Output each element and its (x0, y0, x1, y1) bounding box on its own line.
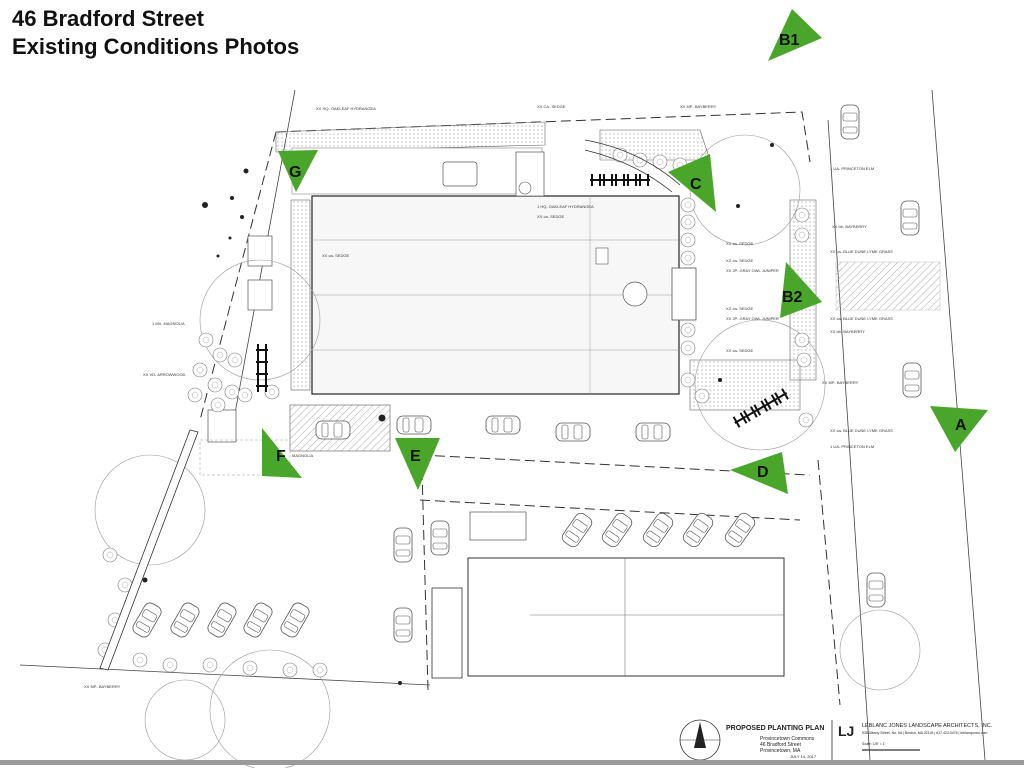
property-line (199, 111, 841, 706)
svg-text:C: C (690, 176, 702, 193)
plant-label: XX CA- SEDGE (537, 104, 566, 109)
patio-table (442, 161, 478, 187)
plant-label: XX bb- BAYBERRY (832, 224, 867, 229)
marker-e[interactable]: E (395, 438, 440, 490)
marker-c[interactable]: C (668, 154, 716, 212)
scale-text: Scale: 1/8" = 1' (862, 742, 886, 746)
plant-label: XX ca- BLUE DUNE LYME GRASS (830, 428, 893, 433)
plant-label: XX ca- BLUE DUNE LYME GRASS (830, 316, 893, 321)
existing-tree-dots (142, 143, 774, 685)
plant-label: XX VD- ARROWWOOD (143, 372, 186, 377)
plant-label: XX ca- SEDGE (537, 214, 564, 219)
plant-label: XX bb- BAYBERRY (830, 329, 865, 334)
building-interior-lines (312, 196, 679, 394)
plant-labels: XX HQ- OAKLEAF HYDRANGEA XX CA- SEDGE XX M… (84, 104, 893, 689)
plant-label: 1 HQ- OAKLEAF HYDRANGEA (537, 204, 594, 209)
crosswalk (835, 261, 941, 311)
svg-text:G: G (289, 164, 301, 181)
marker-b2[interactable]: B2 (780, 262, 822, 318)
plant-label: XX ca- BLUE DUNE LYME GRASS (830, 249, 893, 254)
plant-label: XX MP- BAYBERRY (680, 104, 717, 109)
project-address: 46 Bradford Street (760, 742, 801, 748)
marker-f[interactable]: F (262, 428, 302, 478)
plan-date: JULY 14, 2017 (790, 754, 817, 759)
plant-label: 1 UA- PRINCETON ELM (830, 444, 874, 449)
svg-text:B2: B2 (782, 289, 803, 306)
ramp (99, 429, 199, 671)
north-patio (291, 147, 543, 195)
page-title-line-1: 46 Bradford Street (12, 6, 204, 31)
plant-label: XX MP- BAYBERRY (822, 380, 859, 385)
plant-label: MAGNOLIA (292, 453, 313, 458)
south-building (467, 557, 785, 677)
firm-name: LEBLANC JONES LANDSCAPE ARCHITECTS, INC. (862, 723, 993, 729)
plant-label: XX JP- GRAY OWL JUNIPER (726, 316, 779, 321)
plan-title: PROPOSED PLANTING PLAN (726, 725, 824, 732)
plant-label: XX HQ- OAKLEAF HYDRANGEA (316, 106, 376, 111)
plant-label: XX ca- SEDGE (726, 306, 753, 311)
title-block: PROPOSED PLANTING PLAN Provincetown Comm… (726, 720, 993, 760)
west-sedge-strip (290, 199, 311, 391)
marker-a[interactable]: A (930, 406, 988, 452)
plant-label: XX ca- SEDGE (726, 348, 753, 353)
plant-label: XX ca- SEDGE (322, 253, 349, 258)
marker-b1[interactable]: B1 (768, 9, 822, 61)
photo-markers: B1 G C B2 A F E D (262, 9, 988, 494)
plant-label: XX JP- GRAY OWL JUNIPER (726, 268, 779, 273)
svg-text:E: E (410, 448, 421, 465)
svg-text:A: A (955, 417, 967, 434)
plant-label: XX ca- SEDGE (726, 241, 753, 246)
plant-label: 1 UA- PRINCETON ELM (830, 166, 874, 171)
firm-address: 535 Albany Street, No. 5A | Boston, MA 0… (862, 731, 988, 735)
svg-text:B1: B1 (779, 32, 800, 49)
marker-g[interactable]: G (278, 150, 318, 192)
north-arrow (679, 719, 721, 761)
bottom-rule (0, 760, 1024, 765)
svg-text:F: F (276, 448, 286, 465)
plant-label: XX ca- SEDGE (726, 258, 753, 263)
plant-label: 1 MV- MAGNOLIA (152, 321, 185, 326)
project-name: Provincetown Commons (760, 736, 815, 742)
plant-label: XX MP- BAYBERRY (84, 684, 121, 689)
marker-d[interactable]: D (730, 452, 788, 494)
project-town: Provincetown, MA (760, 748, 801, 754)
firm-logo: LJ (838, 723, 854, 739)
page-title-line-2: Existing Conditions Photos (12, 34, 300, 59)
svg-text:D: D (757, 464, 769, 481)
